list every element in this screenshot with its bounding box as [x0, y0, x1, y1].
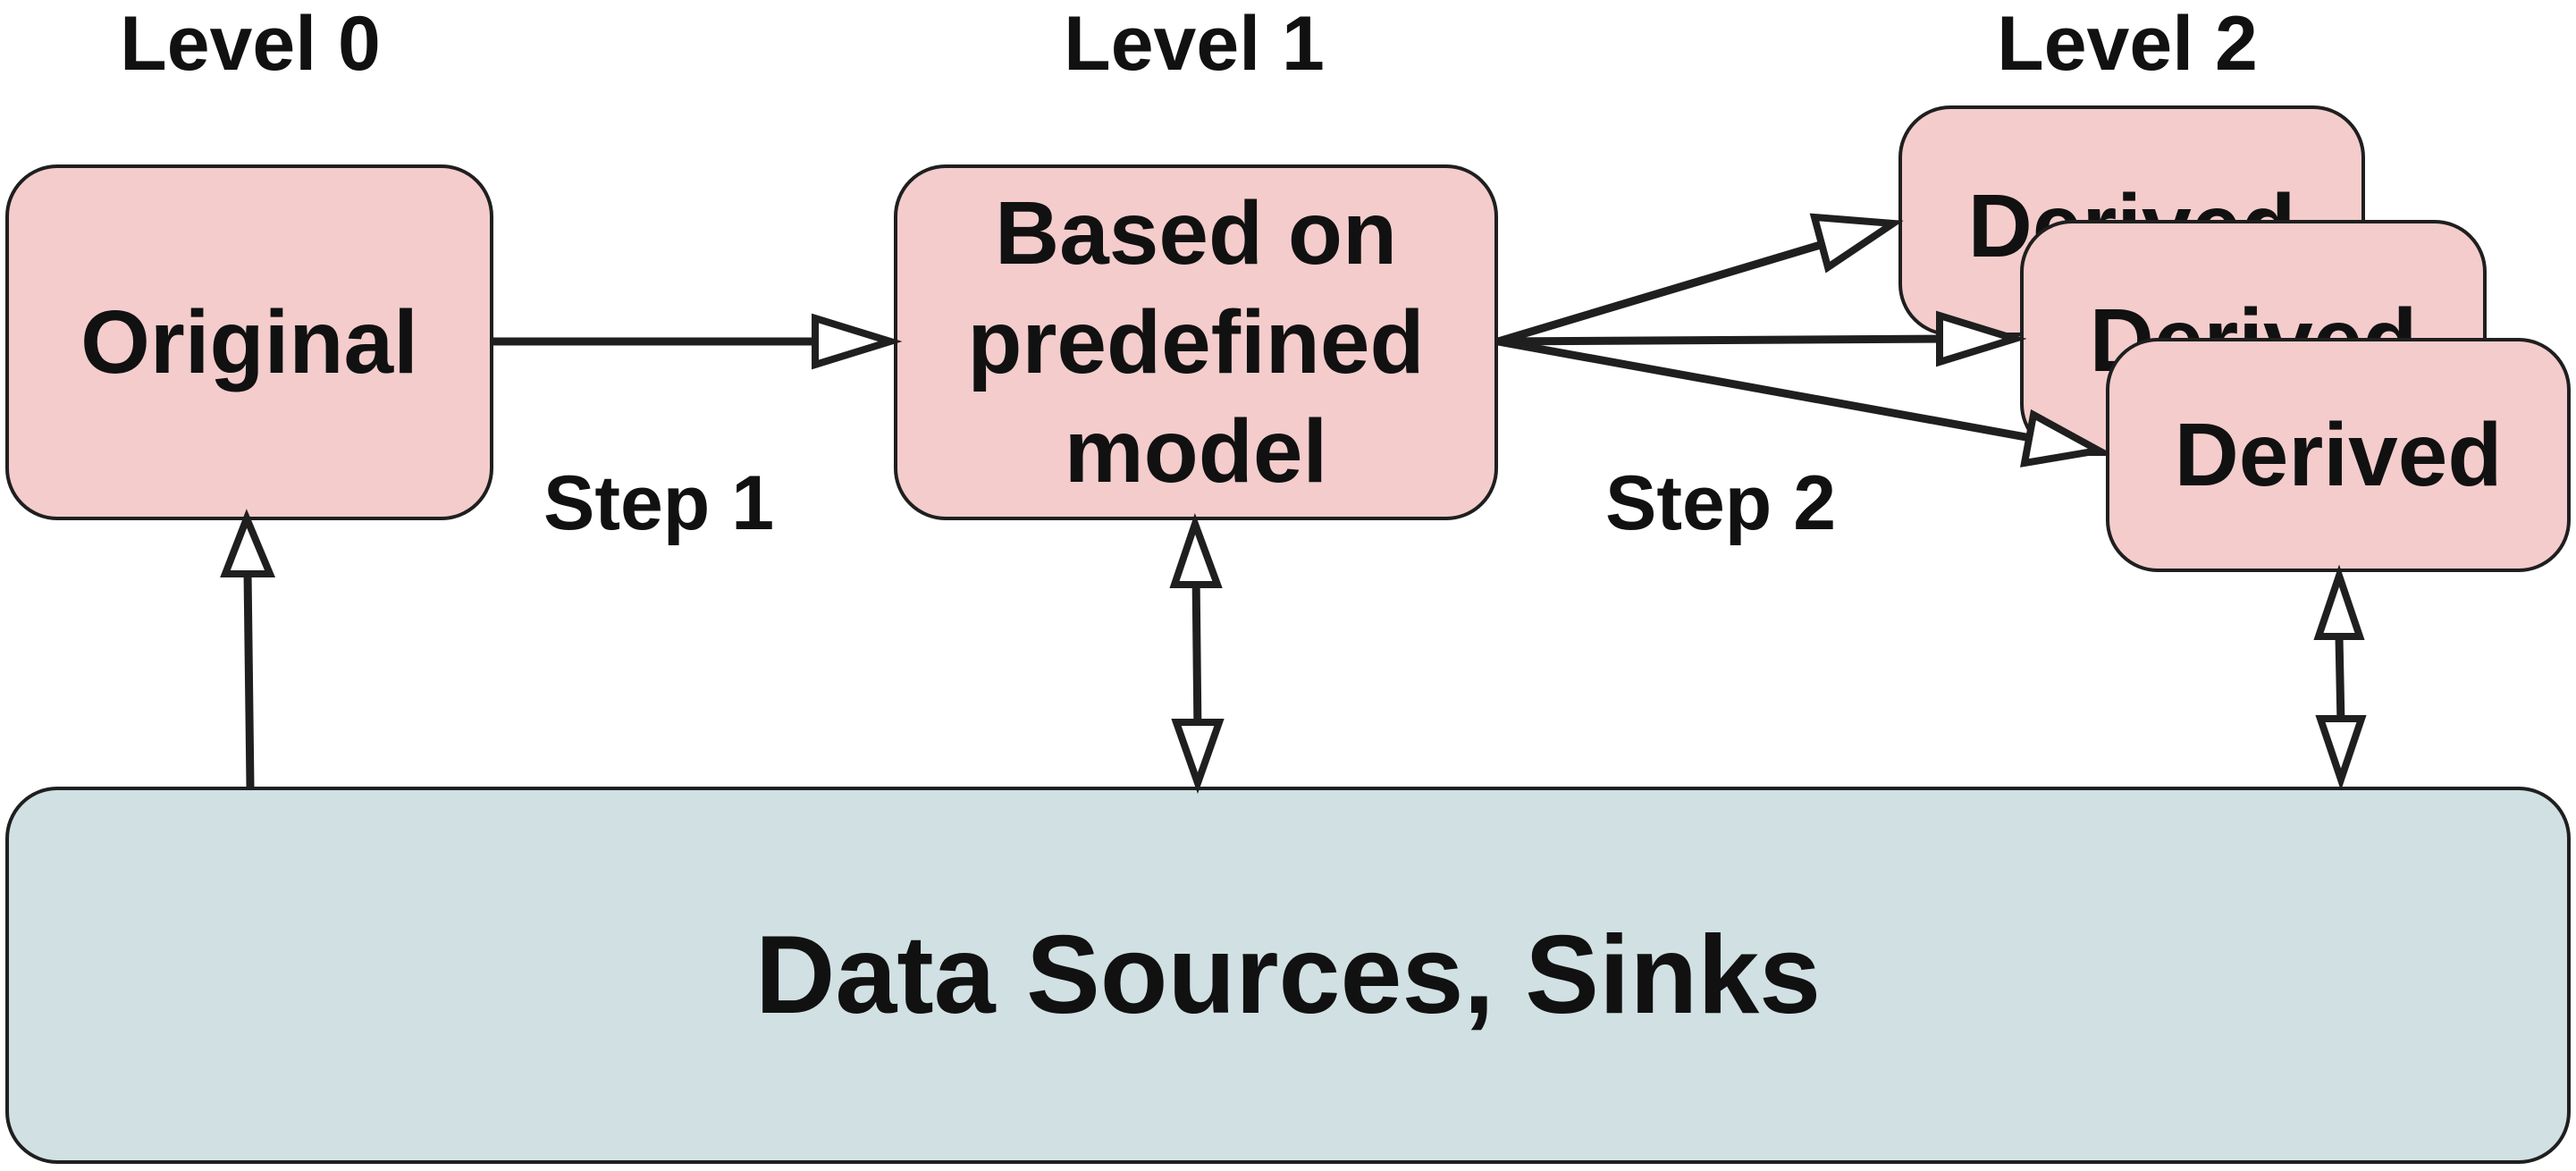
model-arrowhead-down [1171, 719, 1225, 795]
data-sources-sinks-label: Data Sources, Sinks [754, 914, 1822, 1037]
model-label-line-1: Based on [994, 183, 1398, 283]
model-node: Based on predefined model [894, 164, 1498, 520]
step-2-arrowhead-top [1809, 213, 1904, 274]
model-label-line-3: model [1064, 401, 1328, 501]
step-2-arrow-line-top [1496, 237, 1834, 346]
derived-data-arrow-line [2335, 636, 2345, 725]
model-label: Based on predefined model [967, 179, 1424, 506]
original-label: Original [80, 291, 418, 392]
original-node: Original [5, 164, 493, 520]
derived-node-front: Derived [2106, 338, 2571, 572]
model-arrowhead-up [1169, 512, 1223, 588]
step-2-arrowhead-middle [1936, 310, 2027, 367]
step-1-arrowhead [812, 313, 903, 370]
derived-arrowhead-down [2315, 715, 2367, 791]
step-1-label: Step 1 [543, 460, 775, 546]
model-data-arrow-line [1191, 571, 1202, 736]
step-2-arrow-line-middle [1497, 334, 1958, 346]
level-2-label: Level 2 [1997, 1, 2258, 87]
step-2-arrowhead-bottom [2020, 409, 2110, 468]
model-label-line-2: predefined [967, 292, 1425, 392]
original-arrowhead [220, 509, 276, 577]
derived-label-front: Derived [2174, 404, 2503, 505]
level-1-label: Level 1 [1064, 1, 1325, 87]
step-2-arrow-line-bottom [1497, 337, 2057, 447]
data-to-original-arrow-line [243, 571, 255, 788]
step-2-label: Step 2 [1604, 460, 1837, 546]
derived-arrowhead-up [2313, 564, 2365, 640]
level-0-label: Level 0 [120, 1, 381, 87]
data-sources-sinks-node: Data Sources, Sinks [5, 787, 2571, 1164]
